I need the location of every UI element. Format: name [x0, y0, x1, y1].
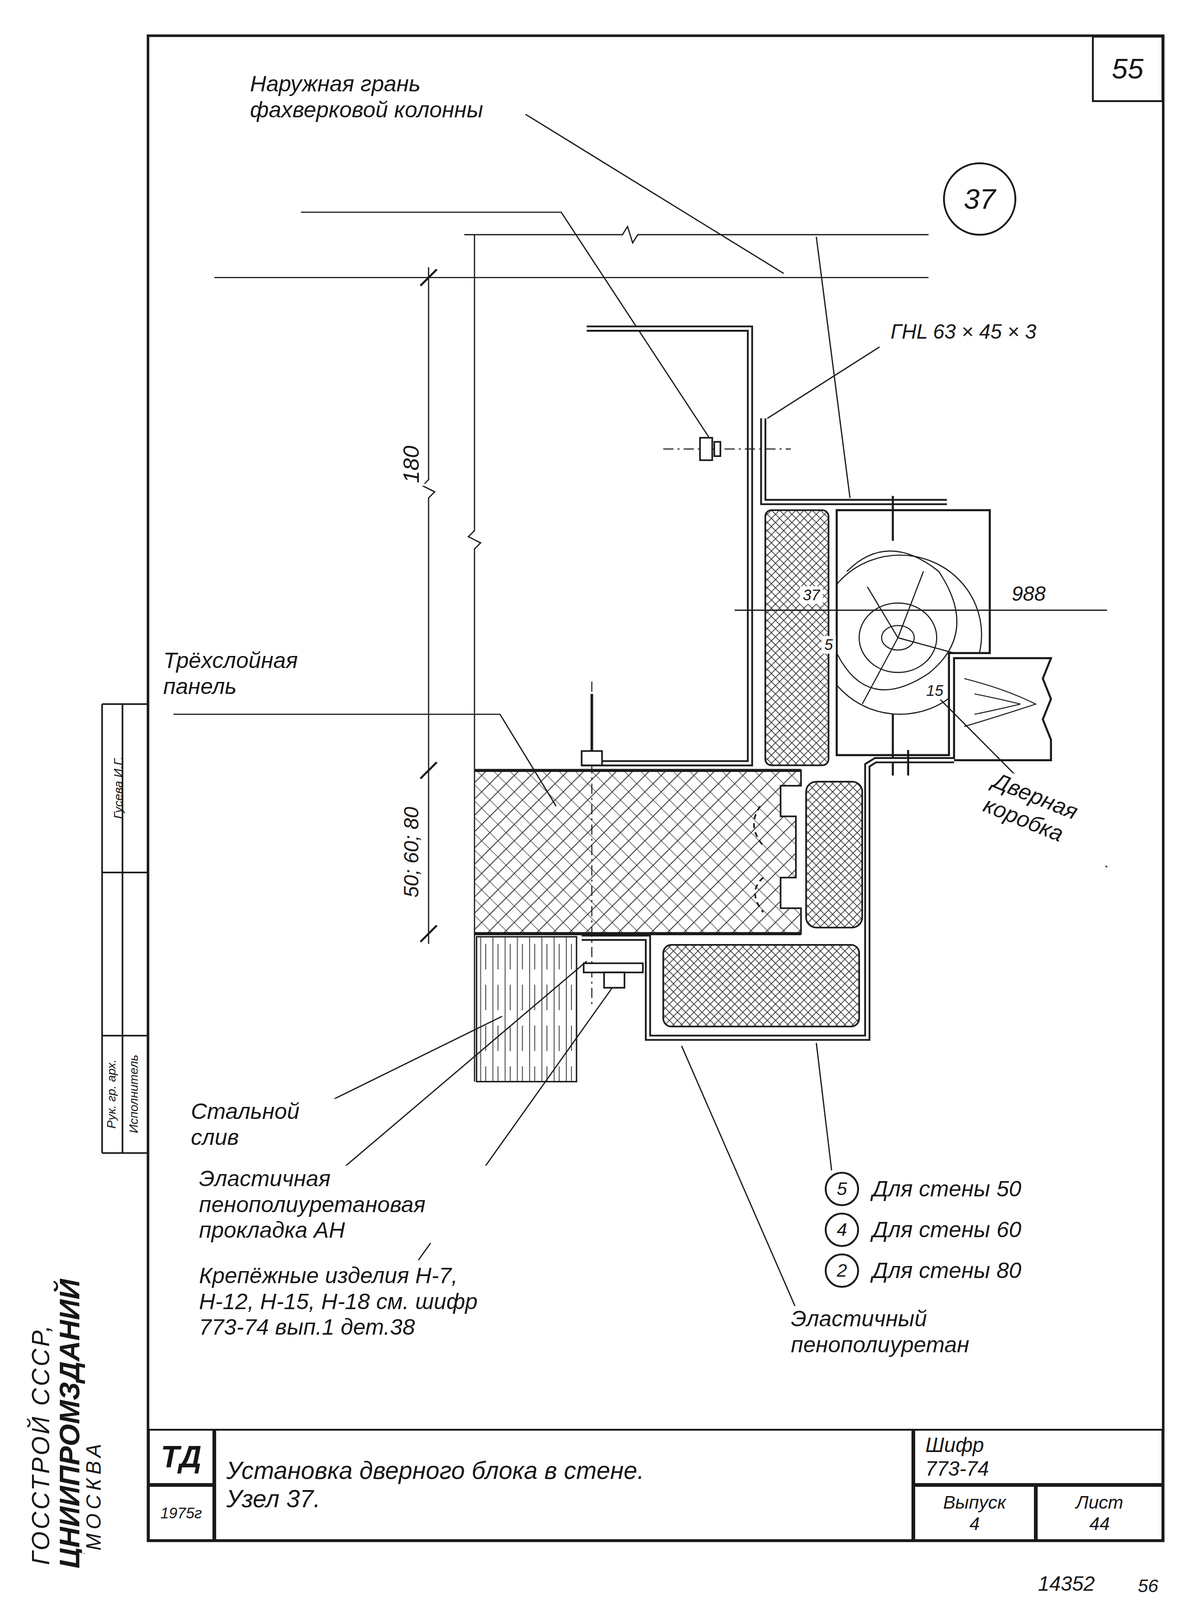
panel-facing — [474, 770, 802, 934]
drawing-part — [581, 760, 955, 1038]
screw — [891, 495, 894, 776]
part-label: Эластичная пенополиуретановая прокладка … — [196, 1165, 508, 1244]
title-text: 1975г — [160, 1504, 203, 1522]
profile-label: ГНL 63 × 45 × 3 — [887, 320, 1040, 344]
drawing-part — [663, 448, 791, 450]
legend-text: Для стены 60 — [869, 1216, 1025, 1243]
drawing-part — [836, 551, 957, 690]
organisation-text: ЦНИИПРОМЗДАНИЙ — [52, 1276, 86, 1572]
organisation-text: МОСКВА — [82, 1437, 106, 1554]
node-number: 37 — [943, 162, 1017, 236]
leader-line — [525, 114, 784, 274]
drawing-part — [590, 693, 593, 756]
title-cell: Установка дверного блока в стене. Узел 3… — [214, 1428, 914, 1541]
dimension-text: 988 — [1008, 582, 1049, 606]
leader-line — [336, 961, 587, 1174]
node-text: 2 — [836, 1259, 848, 1282]
dimension-text: 5 — [821, 635, 836, 654]
node-text: 55 — [1111, 52, 1144, 86]
drawing-part — [603, 972, 625, 988]
title-text: Лист 44 — [1071, 1491, 1128, 1534]
break-line — [464, 226, 929, 243]
drawing-part — [581, 328, 751, 764]
organisation-text: ГОССТРОЙ СССР, — [26, 1320, 56, 1568]
drawing-body — [102, 35, 1164, 1541]
leader-line — [681, 1045, 796, 1309]
part-label: Стальной слив — [187, 1098, 347, 1151]
drawing-part — [763, 418, 947, 502]
drawing-part — [862, 571, 955, 705]
drawing-part — [714, 441, 721, 456]
title-text: Установка дверного блока в стене. Узел 3… — [226, 1456, 676, 1513]
archive-number: 56 — [1135, 1575, 1162, 1597]
callout-number: 5 — [824, 1171, 860, 1207]
drawing-part — [581, 750, 603, 766]
callout-number: 4 — [824, 1212, 860, 1248]
leader-line — [767, 346, 880, 419]
node-text: 4 — [836, 1219, 848, 1241]
drawing-part — [699, 437, 713, 461]
leader-line — [816, 1042, 832, 1171]
drawing-part — [581, 760, 955, 1038]
title-text: Шифр 773-74 — [925, 1433, 1018, 1481]
drawing-part — [581, 328, 751, 764]
dimension-text: 37 — [800, 586, 823, 604]
title-cell: Шифр 773-74 — [913, 1428, 1164, 1485]
panel-joint — [753, 806, 764, 913]
part-label: Дверная коробка — [977, 766, 1125, 867]
title-text: Выпуск 4 — [936, 1491, 1014, 1534]
dimension-line — [422, 267, 435, 944]
title-cell: ТД — [147, 1428, 215, 1485]
part-label: Эластичный пенополиуретан — [788, 1305, 1039, 1358]
stamp-text: Рук. гр. арх. — [104, 1056, 119, 1132]
stamp-grid — [102, 704, 148, 1154]
foam-block — [806, 781, 863, 928]
door-leaf — [954, 658, 1052, 761]
drawing-part — [763, 418, 947, 502]
dimension-text: 15 — [923, 681, 947, 700]
reference-line — [734, 609, 1108, 611]
part-label: Трёхслойная панель — [160, 647, 340, 700]
callout-number: 2 — [824, 1253, 860, 1289]
node-text: 5 — [836, 1178, 848, 1200]
title-text: ТД — [160, 1439, 202, 1475]
legend-text: Для стены 80 — [869, 1257, 1025, 1284]
archive-number: 14352 — [1035, 1572, 1098, 1596]
foam-block — [663, 944, 860, 1027]
title-cell: 1975г — [147, 1484, 215, 1541]
foam-block — [765, 510, 829, 766]
title-cell: Выпуск 4 — [913, 1484, 1036, 1541]
title-cell: Лист 44 — [1035, 1484, 1164, 1541]
sandwich-panel — [474, 770, 802, 934]
sheet-frame — [147, 35, 1164, 1541]
legend-text: Для стены 50 — [869, 1175, 1025, 1202]
note-text: Крепёжные изделия Н-7, Н-12, Н-15, Н-18 … — [196, 1262, 508, 1341]
leader-line — [173, 714, 557, 807]
drawing-part — [964, 678, 1036, 727]
dimension-text: 50; 60; 80 — [399, 803, 424, 901]
drawing-part — [907, 750, 910, 776]
note-text: Наружная грань фахверковой колонны — [247, 70, 498, 123]
node-text: 37 — [963, 182, 996, 216]
stamp-text: Гусева И.Г. — [111, 753, 126, 822]
drawing-part — [591, 681, 593, 1005]
dimension-text: 180 — [398, 442, 425, 487]
leader-line — [816, 236, 851, 498]
drawing-part — [583, 962, 643, 973]
leader-line — [311, 1016, 502, 1111]
page-number: 55 — [1091, 35, 1164, 103]
stamp-text: Исполнитель — [126, 1052, 141, 1136]
